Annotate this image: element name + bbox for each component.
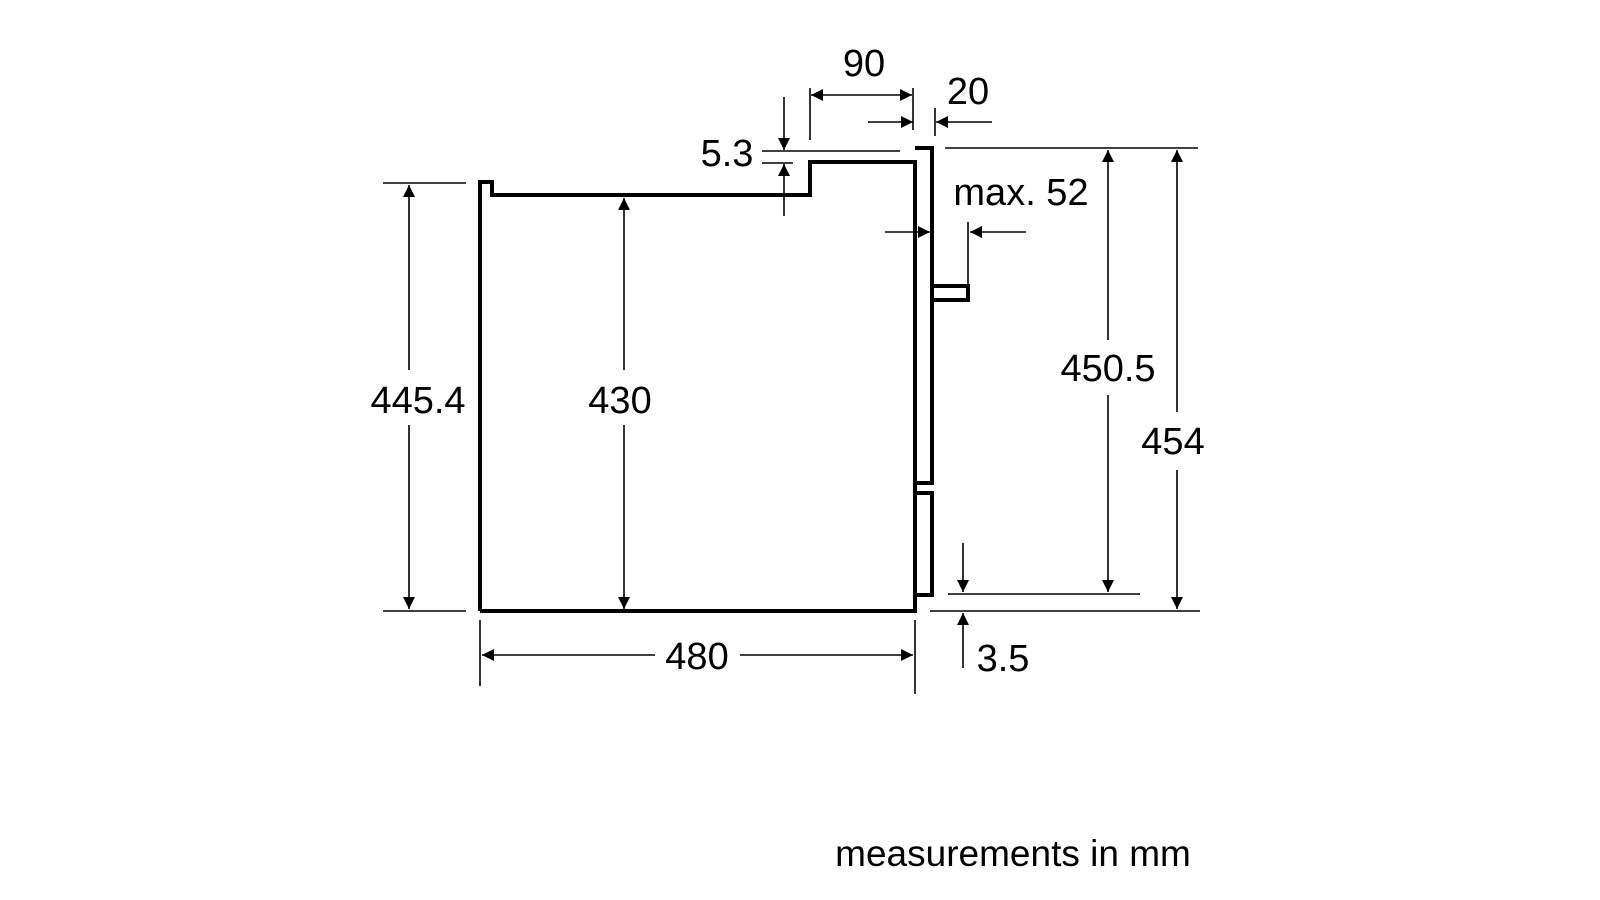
label-max-52: max. 52 [953,172,1088,214]
dimension-454: 454 [930,150,1205,612]
label-450-5: 450.5 [1060,348,1155,390]
dimension-20: 20 [868,71,992,136]
dimension-max-52: max. 52 [885,172,1089,286]
front-panel-lower [915,491,934,597]
dimension-480: 480 [479,620,916,694]
handle [930,284,970,302]
dimension-3-5: 3.5 [957,543,1030,680]
label-90: 90 [843,43,885,85]
label-20: 20 [947,71,989,113]
dimension-5-3: 5.3 [701,97,900,216]
label-430: 430 [588,380,651,422]
label-3-5: 3.5 [977,638,1030,680]
label-480: 480 [665,636,728,678]
front-panel-upper [915,146,934,485]
caption: measurements in mm [835,833,1191,874]
dimension-450-5: 450.5 [945,147,1198,595]
dimension-90: 90 [809,43,914,140]
label-5-3: 5.3 [701,133,754,175]
appliance-outline [478,146,970,613]
label-445-4: 445.4 [370,380,465,422]
label-454: 454 [1141,421,1204,463]
dimension-445-4: 445.4 [370,182,466,612]
dimension-430: 430 [588,198,652,609]
